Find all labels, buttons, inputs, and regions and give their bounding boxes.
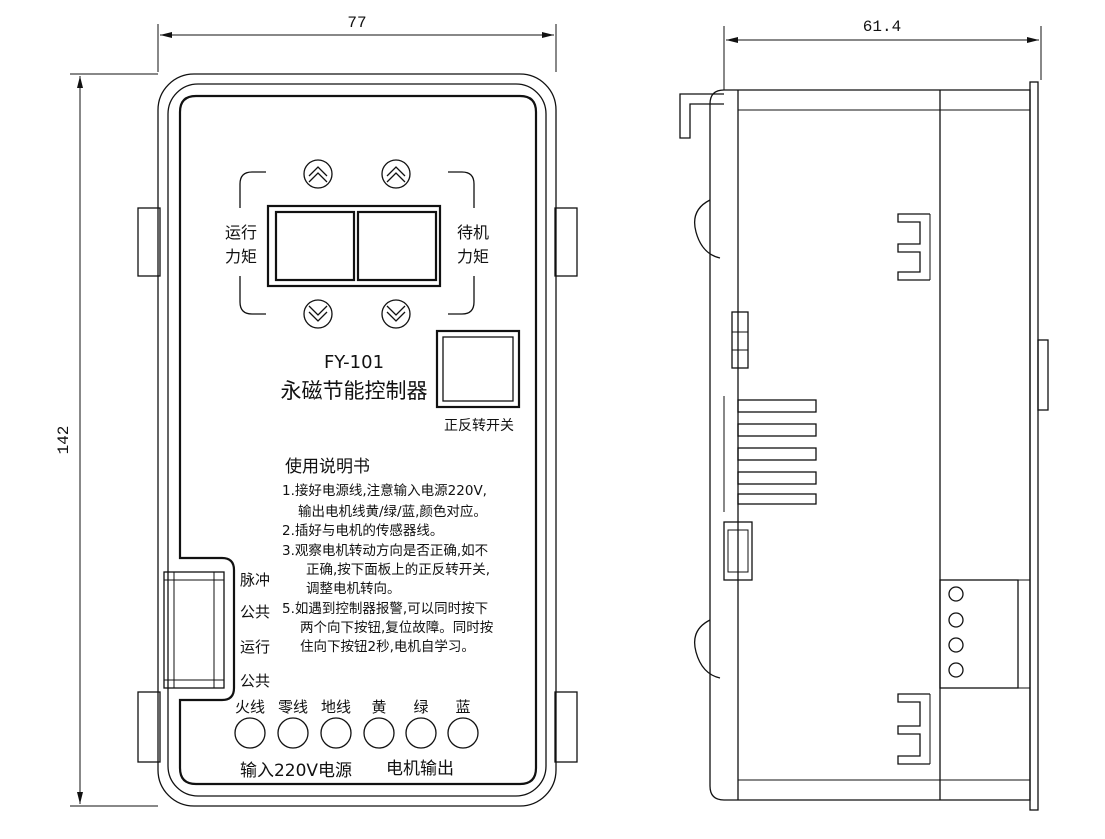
instruction-line: 住向下按钮2秒,电机自学习。 bbox=[300, 639, 475, 655]
left-mounting-tab bbox=[137, 207, 161, 277]
product-name: 永磁节能控制器 bbox=[281, 379, 428, 403]
right-display-window bbox=[356, 210, 438, 282]
motor-output-label: 电机输出 bbox=[386, 759, 454, 779]
enclosure-rim bbox=[167, 83, 547, 797]
instruction-line: 正确,按下面板上的正反转开关, bbox=[306, 562, 490, 578]
instruction-line: 3.观察电机转动方向是否正确,如不 bbox=[282, 542, 488, 559]
instruction-line: 1.接好电源线,注意输入电源220V, bbox=[282, 482, 487, 499]
power-terminal-hole[interactable] bbox=[363, 717, 395, 749]
upper-boss bbox=[693, 199, 721, 259]
height-dimension: 142 bbox=[55, 73, 158, 807]
instruction-line: 2.插好与电机的传感器线。 bbox=[282, 522, 443, 539]
model-label: FY-101 bbox=[324, 352, 384, 373]
power-terminal-label: 绿 bbox=[413, 698, 428, 716]
width-dimension: 77 bbox=[157, 14, 557, 72]
heat-sink-fins bbox=[723, 396, 817, 512]
height-label: 142 bbox=[55, 426, 73, 455]
instructions: 使用说明书 1.接好电源线,注意输入电源220V, 输出电机线黄/绿/蓝,颜色对… bbox=[282, 456, 493, 655]
instruction-line: 调整电机转向。 bbox=[306, 581, 401, 597]
side-switch-profile bbox=[1037, 339, 1049, 411]
side-body bbox=[709, 89, 1031, 801]
power-terminal-label: 火线 bbox=[235, 698, 265, 716]
power-terminal-hole[interactable] bbox=[234, 717, 266, 749]
power-terminal-hole[interactable] bbox=[447, 717, 479, 749]
right-mounting-tab bbox=[554, 207, 578, 277]
signal-terminal-label: 运行 bbox=[240, 638, 270, 656]
side-face-plate bbox=[1029, 81, 1039, 811]
left-up-button[interactable] bbox=[303, 159, 333, 189]
signal-terminal-label: 公共 bbox=[240, 603, 270, 621]
left-mounting-tab-lower bbox=[137, 691, 161, 763]
side-tab bbox=[731, 311, 749, 369]
front-panel bbox=[178, 94, 538, 786]
left-display-label-line1: 运行 bbox=[225, 223, 257, 242]
lower-boss bbox=[693, 619, 721, 679]
right-display-label-line1: 待机 bbox=[457, 223, 489, 242]
left-down-button[interactable] bbox=[303, 299, 333, 329]
signal-connector bbox=[163, 571, 225, 689]
direction-switch[interactable] bbox=[435, 329, 521, 409]
display-bracket bbox=[239, 171, 475, 315]
power-terminal-label: 零线 bbox=[278, 698, 308, 716]
right-mounting-tab-lower bbox=[554, 691, 578, 763]
power-terminal-label: 黄 bbox=[371, 698, 386, 716]
signal-terminal-label: 脉冲 bbox=[240, 571, 270, 589]
enclosure-outer bbox=[157, 73, 557, 807]
front-width-label: 77 bbox=[347, 14, 366, 32]
side-width-dimension: 61.4 bbox=[723, 18, 1042, 90]
instruction-line: 5.如遇到控制器报警,可以同时按下 bbox=[282, 601, 488, 617]
upper-clip bbox=[897, 213, 931, 281]
right-down-button[interactable] bbox=[381, 299, 411, 329]
direction-switch-label: 正反转开关 bbox=[444, 418, 514, 434]
power-terminal-label: 地线 bbox=[321, 698, 351, 716]
right-display-label-line2: 力矩 bbox=[457, 247, 489, 266]
lower-clip bbox=[897, 693, 931, 765]
front-view: 77 142 bbox=[55, 14, 578, 807]
input-power-label: 输入220V电源 bbox=[240, 761, 352, 781]
power-terminal-hole[interactable] bbox=[405, 717, 437, 749]
signal-terminal-label: 公共 bbox=[240, 672, 270, 690]
side-terminal-block bbox=[939, 579, 1030, 689]
power-terminal-hole[interactable] bbox=[320, 717, 352, 749]
instruction-line: 两个向下按钮,复位故障。同时按 bbox=[300, 619, 493, 636]
power-terminal-label: 蓝 bbox=[455, 698, 470, 716]
top-clip bbox=[679, 93, 724, 139]
power-terminal-hole[interactable] bbox=[277, 717, 309, 749]
side-lower-tab bbox=[723, 521, 753, 581]
display-frame bbox=[266, 204, 442, 288]
side-width-label: 61.4 bbox=[863, 18, 901, 36]
direction-switch-cap bbox=[442, 336, 514, 402]
instruction-line: 输出电机线黄/绿/蓝,颜色对应。 bbox=[298, 503, 487, 520]
instructions-heading: 使用说明书 bbox=[285, 456, 370, 477]
left-display-window bbox=[274, 210, 356, 282]
side-view: 61.4 bbox=[679, 18, 1049, 811]
right-up-button[interactable] bbox=[381, 159, 411, 189]
left-display-label-line2: 力矩 bbox=[225, 247, 257, 266]
